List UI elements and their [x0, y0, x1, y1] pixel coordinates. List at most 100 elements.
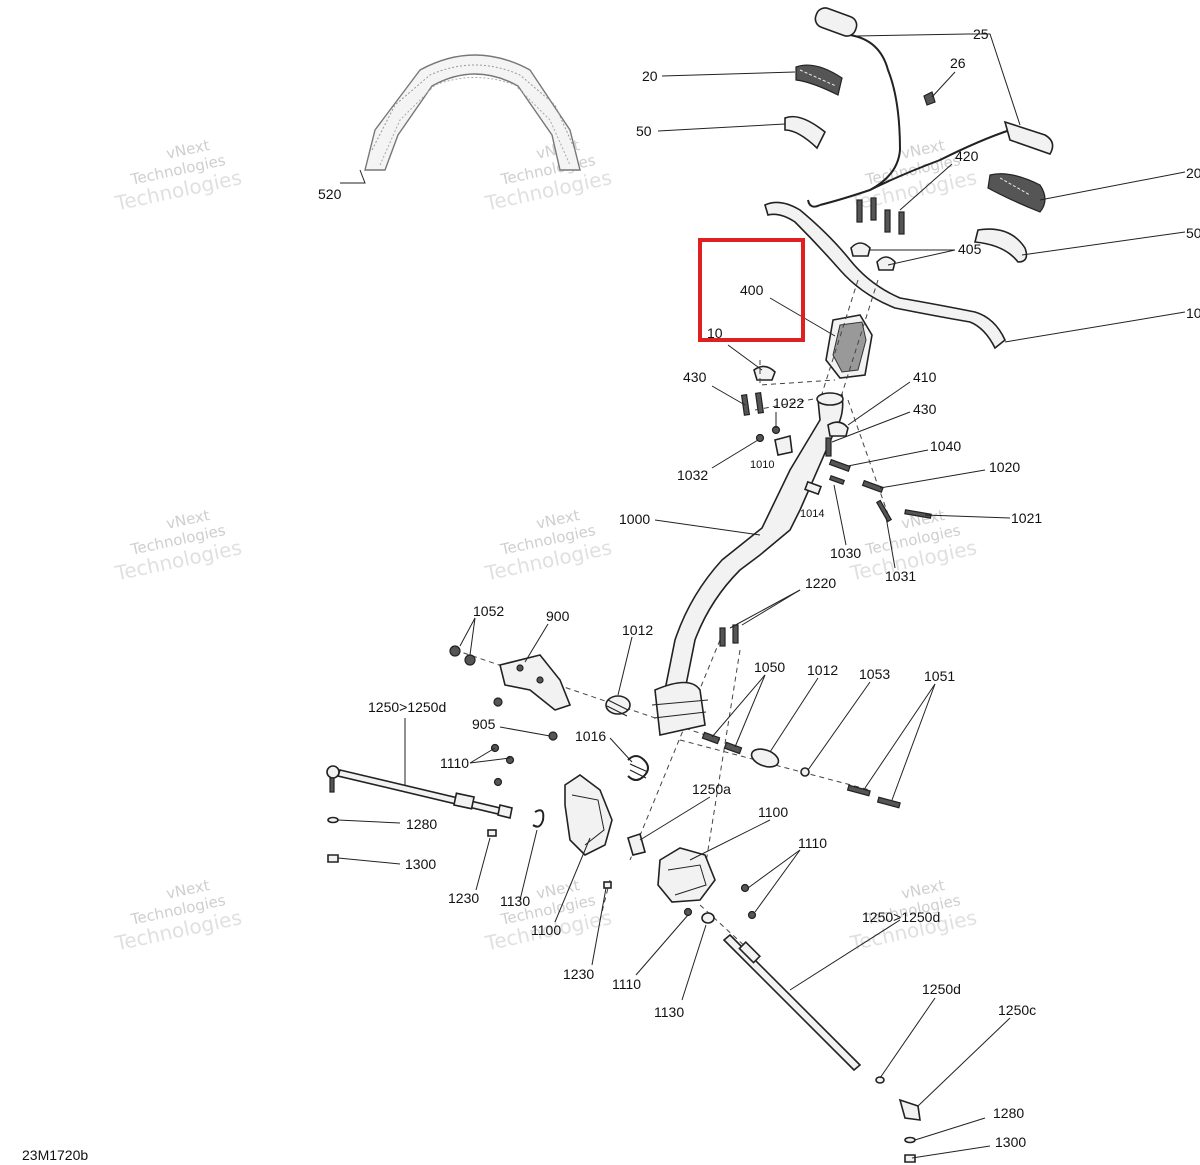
part-520-handlebar-pad [364, 54, 581, 171]
label-1280-right: 1280 [993, 1105, 1024, 1121]
part-50-grip-sleeve-right [973, 228, 1028, 263]
part-1100-cover-left [564, 774, 613, 856]
label-1250-range-right: 1250>1250d [862, 909, 940, 925]
label-1014: 1014 [800, 508, 824, 520]
label-430-right: 430 [913, 401, 937, 417]
label-1110-left: 1110 [440, 755, 469, 771]
part-405-clamps [850, 242, 896, 271]
watermark-bottom-center: vNext Technologies Technologies [482, 876, 614, 956]
part-1110-screws [490, 743, 757, 920]
label-1050: 1050 [754, 659, 785, 675]
label-10-right: 10 [1186, 305, 1200, 321]
label-1300-right: 1300 [995, 1134, 1026, 1150]
part-1280-1300-left [327, 816, 339, 863]
part-25-cable [807, 7, 1054, 208]
part-1012-bushing-right [750, 748, 780, 768]
label-1032: 1032 [677, 467, 708, 483]
watermark-group: vNext Technologies Technologies vNext Te… [112, 136, 979, 956]
part-400-riser [825, 314, 873, 379]
label-400: 400 [740, 282, 764, 298]
part-420-bolts [856, 197, 905, 235]
part-20-grip-left [795, 64, 843, 96]
label-1053: 1053 [859, 666, 890, 682]
label-905: 905 [472, 716, 496, 732]
label-1110-right: 1110 [798, 835, 827, 851]
label-1012-left: 1012 [622, 622, 653, 638]
label-1052: 1052 [473, 603, 504, 619]
label-1220: 1220 [805, 575, 836, 591]
label-1130-left: 1130 [500, 893, 530, 909]
part-26-clip [923, 91, 936, 106]
part-430-bolts [740, 392, 832, 457]
watermark-mid-left: vNext Technologies Technologies [112, 506, 244, 586]
part-1051-bolts [846, 784, 901, 809]
part-1016-spring [627, 755, 649, 781]
part-labels: 25 26 20 50 20 50 10 520 420 405 400 10 … [318, 26, 1200, 1150]
part-10-handlebar [764, 201, 1006, 350]
label-50-right: 50 [1186, 225, 1200, 241]
part-1010-bracket [774, 434, 793, 456]
label-26: 26 [950, 55, 966, 71]
label-1010: 1010 [750, 459, 774, 471]
part-1022-1032-nuts [755, 425, 781, 443]
label-1031: 1031 [885, 568, 916, 584]
label-1000: 1000 [619, 511, 650, 527]
label-1030: 1030 [830, 545, 861, 561]
label-520: 520 [318, 186, 342, 202]
part-1230-1130-left [487, 809, 545, 837]
part-1000-steering-column [651, 392, 844, 736]
part-1014-clip [804, 480, 822, 496]
label-1051: 1051 [924, 668, 955, 684]
label-1250d: 1250d [922, 981, 961, 997]
part-20-grip-right [987, 173, 1046, 213]
label-50-left: 50 [636, 123, 652, 139]
label-1250c: 1250c [998, 1002, 1036, 1018]
part-1250a-ball-joint [627, 832, 646, 856]
label-20-right: 20 [1186, 165, 1200, 181]
watermark-top-center: vNext Technologies Technologies [482, 136, 614, 216]
label-1012-right: 1012 [807, 662, 838, 678]
label-410: 410 [913, 369, 937, 385]
label-10-left: 10 [707, 325, 723, 341]
label-20-left: 20 [642, 68, 658, 84]
label-25: 25 [973, 26, 989, 42]
label-1022: 1022 [773, 395, 804, 411]
part-1050-links [701, 731, 743, 755]
part-1021-1031-bolts [875, 499, 932, 523]
part-900-bracket [499, 654, 572, 711]
part-50-grip-sleeve-left [784, 115, 827, 150]
highlight-box [698, 238, 805, 342]
part-1012-bushing-left [605, 695, 631, 717]
label-405: 405 [958, 241, 982, 257]
label-1100-left: 1100 [531, 922, 561, 938]
part-1100-cover-right [657, 847, 716, 903]
part-410-clamp [827, 421, 849, 437]
part-1220-bolts [719, 624, 739, 647]
label-430-left: 430 [683, 369, 707, 385]
watermark-top-left: vNext Technologies Technologies [112, 136, 244, 216]
leader-lines [337, 33, 1186, 1159]
watermark-bottom-left: vNext Technologies Technologies [112, 876, 244, 956]
label-1040: 1040 [930, 438, 961, 454]
part-1230-1130-right [603, 881, 715, 924]
part-10-clip [753, 365, 776, 381]
part-1250-tie-rod-right [722, 933, 921, 1163]
label-1110-bottom: 1110 [612, 976, 641, 992]
label-1230-left: 1230 [448, 890, 479, 906]
label-1250-range-left: 1250>1250d [368, 699, 446, 715]
part-1053-washer [800, 767, 810, 777]
label-1020: 1020 [989, 459, 1020, 475]
label-1100-right: 1100 [758, 804, 788, 820]
label-420: 420 [955, 148, 979, 164]
label-1300-left: 1300 [405, 856, 436, 872]
part-1250-tie-rod-left [326, 765, 513, 819]
label-900: 900 [546, 608, 570, 624]
label-1280-left: 1280 [406, 816, 437, 832]
label-1230-right: 1230 [563, 966, 594, 982]
label-1016: 1016 [575, 728, 606, 744]
label-1130-right: 1130 [654, 1004, 684, 1020]
label-1250a: 1250a [692, 781, 731, 797]
label-1021: 1021 [1011, 510, 1042, 526]
diagram-code: 23M1720b [22, 1147, 88, 1163]
